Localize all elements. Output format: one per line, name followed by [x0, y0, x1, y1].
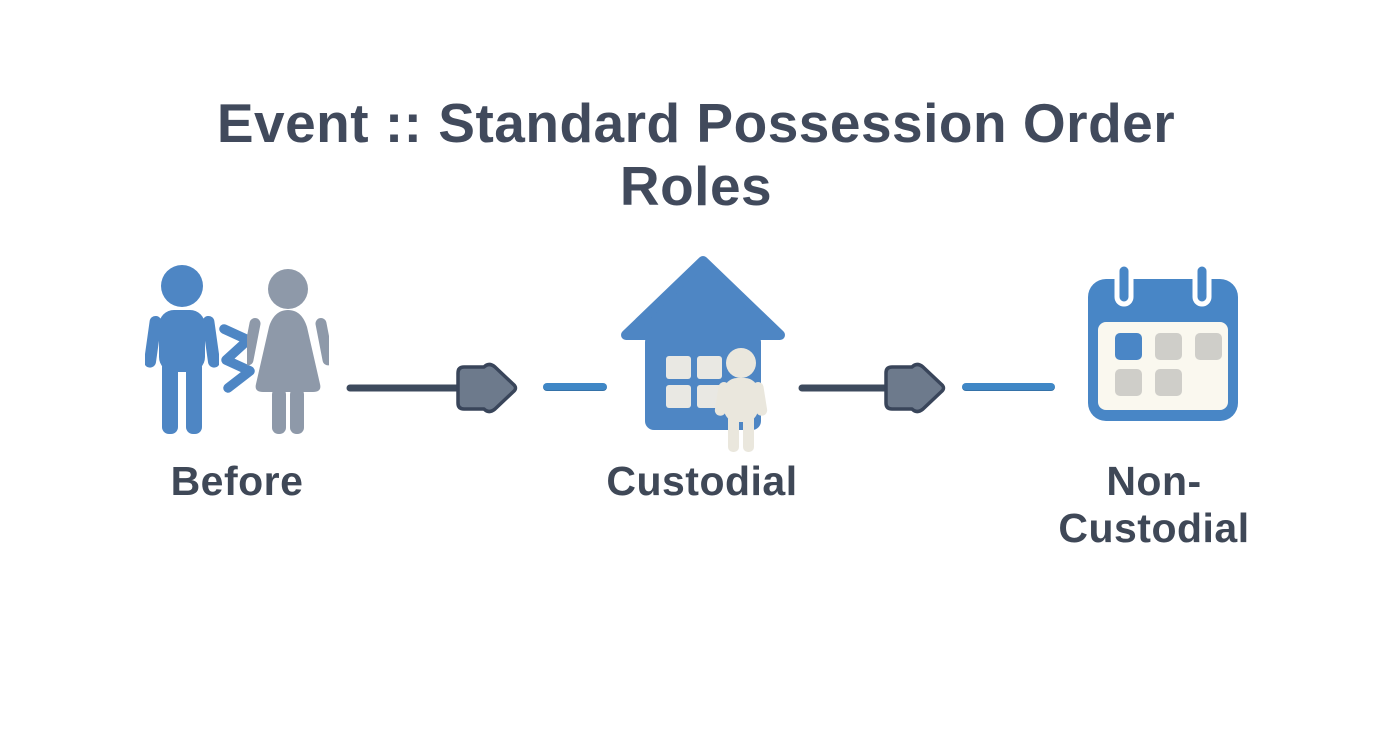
man-icon	[145, 265, 219, 434]
stage-label-before: Before	[170, 458, 304, 504]
window-icon	[666, 356, 722, 408]
dash-connector	[543, 383, 607, 391]
dash-connector	[962, 383, 1055, 391]
page-title-line2: Roles	[619, 154, 773, 217]
arrow-icon	[798, 362, 946, 414]
calendar-ring-icon	[1114, 261, 1212, 307]
arrow-icon	[346, 362, 518, 414]
calendar-day-cells	[1115, 333, 1222, 396]
stage-label-custodial: Custodial	[606, 458, 798, 504]
child-icon	[714, 348, 768, 452]
stage-before-icon-group	[145, 262, 329, 438]
house-with-child-icon	[621, 256, 785, 452]
split-zigzag-icon	[219, 324, 255, 393]
page-title-line1: Event :: Standard Possession Order	[216, 92, 1176, 154]
woman-icon	[247, 269, 329, 434]
page-title: Event :: Standard Possession Order Roles	[0, 92, 1392, 217]
stage-label-non-custodial: Non-Custodial	[1058, 458, 1250, 551]
calendar-icon	[1088, 261, 1238, 421]
